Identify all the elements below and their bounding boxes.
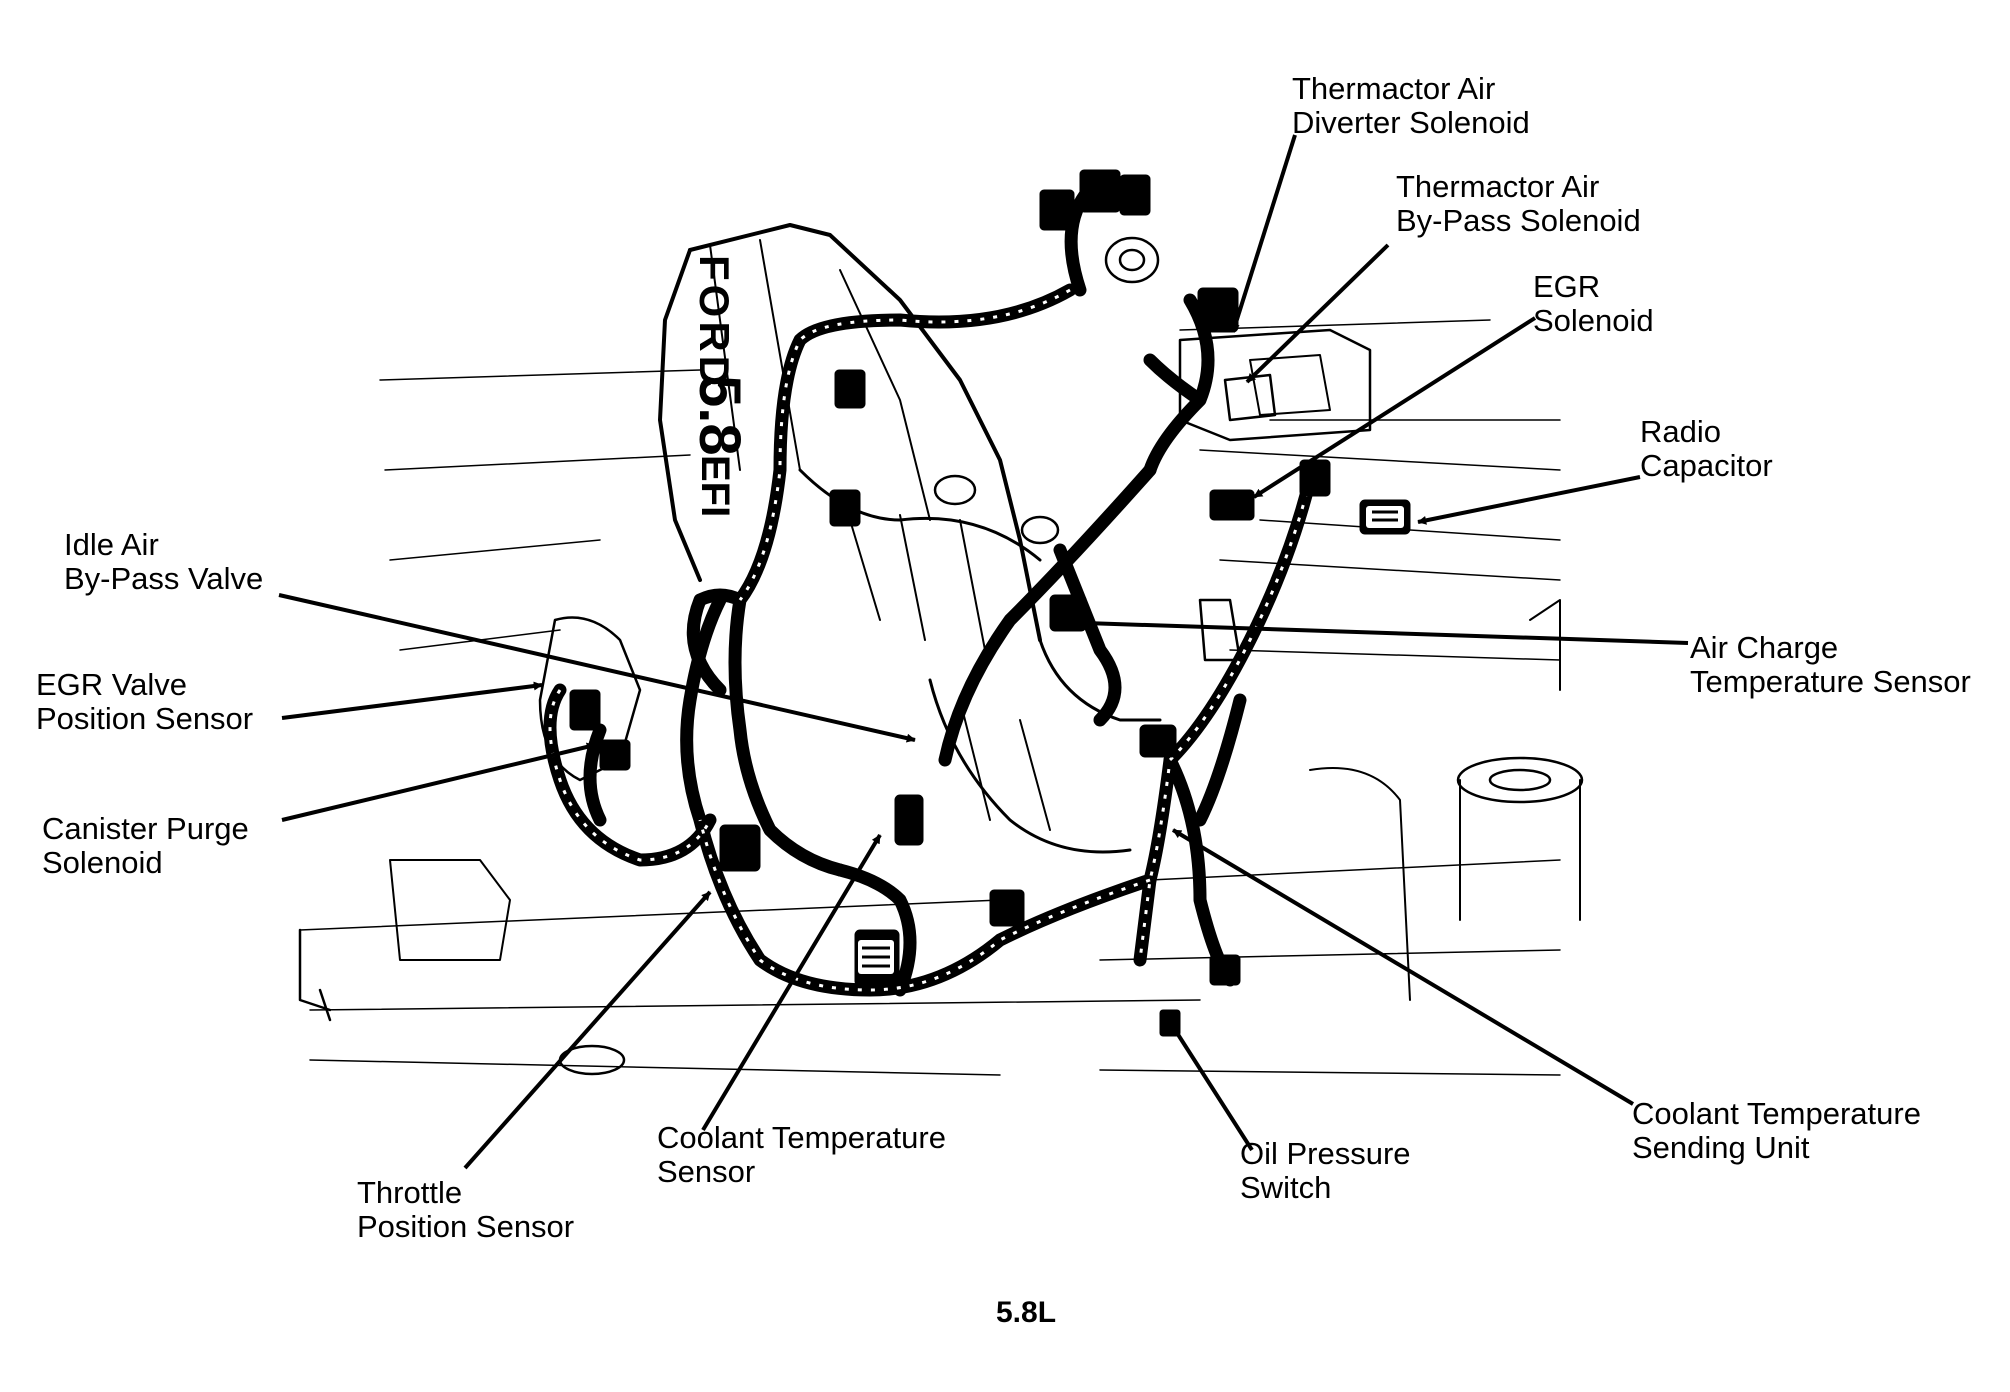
label-canister-purge: Canister Purge Solenoid xyxy=(42,812,249,880)
leader-coolant-sending xyxy=(1171,828,1635,1106)
label-line: Capacitor xyxy=(1640,448,1773,483)
engine-badge-size: 5.8 xyxy=(687,375,752,456)
label-line: EGR Valve xyxy=(36,667,188,702)
leader-oil-pressure xyxy=(1168,1020,1254,1152)
engine-badge-brand: FORD xyxy=(691,255,738,390)
leader-air-charge xyxy=(1084,618,1689,645)
leader-lines xyxy=(278,134,1689,1170)
label-line: Idle Air xyxy=(64,527,159,562)
label-line: By-Pass Solenoid xyxy=(1396,203,1641,238)
label-egr-solenoid: EGR Solenoid xyxy=(1533,270,1654,338)
leader-idle-air xyxy=(278,593,916,743)
label-line: Coolant Temperature xyxy=(1632,1096,1921,1131)
leader-thermactor-bypass xyxy=(1245,243,1390,384)
label-line: Switch xyxy=(1240,1170,1332,1205)
leader-throttle-position xyxy=(463,890,712,1170)
label-line: Thermactor Air xyxy=(1292,71,1496,106)
leader-radio-capacitor xyxy=(1417,475,1641,525)
engine-badge-type: EFI xyxy=(693,455,737,517)
label-line: Solenoid xyxy=(42,845,163,880)
label-line: Canister Purge xyxy=(42,811,249,846)
wiring-harness xyxy=(543,188,1317,997)
label-oil-pressure: Oil Pressure Switch xyxy=(1240,1137,1411,1205)
label-line: EGR xyxy=(1533,269,1601,304)
label-line: Diverter Solenoid xyxy=(1292,105,1530,140)
label-coolant-temp-sensor: Coolant Temperature Sensor xyxy=(657,1121,946,1189)
leader-egr-valve xyxy=(281,681,543,720)
label-thermactor-diverter: Thermactor Air Diverter Solenoid xyxy=(1292,72,1530,140)
label-line: Position Sensor xyxy=(36,701,254,736)
figure-caption: 5.8L xyxy=(996,1296,1057,1329)
leader-thermactor-diverter xyxy=(1231,134,1297,333)
label-coolant-sending-unit: Coolant Temperature Sending Unit xyxy=(1632,1097,1921,1165)
label-idle-air-bypass: Idle Air By-Pass Valve xyxy=(64,528,263,596)
label-thermactor-bypass: Thermactor Air By-Pass Solenoid xyxy=(1396,170,1641,238)
label-throttle-position: Throttle Position Sensor xyxy=(357,1176,574,1244)
label-line: Solenoid xyxy=(1533,303,1654,338)
leader-coolant-sensor xyxy=(701,833,882,1132)
label-line: Oil Pressure xyxy=(1240,1136,1411,1171)
leader-egr-solenoid xyxy=(1252,316,1537,499)
label-line: Thermactor Air xyxy=(1396,169,1600,204)
label-line: Position Sensor xyxy=(357,1209,575,1244)
label-line: Coolant Temperature xyxy=(657,1120,946,1155)
leader-canister-purge xyxy=(281,742,596,822)
label-line: Temperature Sensor xyxy=(1690,664,1971,699)
label-line: Air Charge xyxy=(1690,630,1839,665)
harness-ribbing xyxy=(548,288,1312,992)
label-line: Sensor xyxy=(657,1154,756,1189)
label-line: Radio xyxy=(1640,414,1721,449)
label-radio-capacitor: Radio Capacitor xyxy=(1640,415,1773,483)
engine-badge: FORD 5.8 EFI xyxy=(687,255,752,517)
label-egr-valve-position: EGR Valve Position Sensor xyxy=(36,668,253,736)
label-line: By-Pass Valve xyxy=(64,561,264,596)
label-line: Sending Unit xyxy=(1632,1130,1810,1165)
label-air-charge-temp: Air Charge Temperature Sensor xyxy=(1690,631,1971,699)
label-line: Throttle xyxy=(357,1175,463,1210)
engine-outline xyxy=(298,223,1584,1076)
